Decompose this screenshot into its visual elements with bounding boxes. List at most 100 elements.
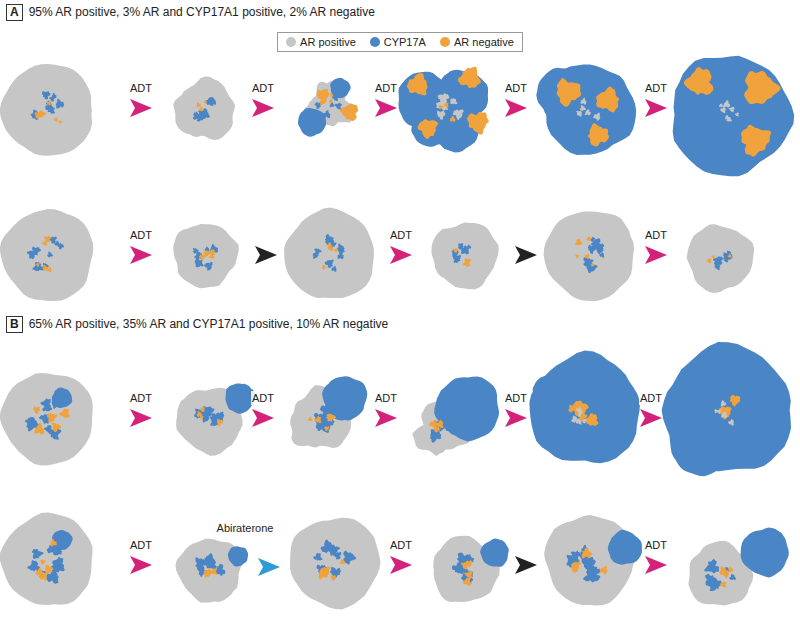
ar-positive-fragment [437,111,445,120]
ar-negative-fragment [33,407,40,414]
cyp17a-region [529,351,640,464]
treatment-arrow [390,246,412,264]
ar-negative-fragment [59,408,70,418]
cyp17a-fragment [467,245,472,250]
ar-positive-region [687,224,755,293]
cyp17a-fragment [461,245,469,254]
ar-negative-fragment [308,417,313,421]
legend-text: AR negative [454,35,514,49]
ar-positive-fragment [450,99,455,105]
panel-letter-box: A [6,4,23,21]
treatment-label: ADT [129,81,153,95]
ar-negative-fragment [206,568,212,575]
cyp17a-region [533,373,578,417]
ar-negative-fragment [450,116,456,122]
ar-negative-fragment [44,236,52,243]
ar-negative-region [407,73,428,96]
ar-positive-region [431,223,498,290]
treatment-label: ADT [129,391,153,405]
ar-positive-fragment [438,93,450,104]
ar-negative-region [458,67,481,89]
ar-negative-region [418,119,439,139]
treatment-label: ADT [389,228,413,242]
ar-negative-fragment [586,236,591,241]
legend-text: CYP17A [384,35,426,49]
ar-negative-fragment [40,559,45,564]
ar-positive-region [0,373,93,466]
ar-positive-region [290,518,380,610]
panel-description: 65% AR positive, 35% AR and CYP17A1 posi… [29,317,389,331]
ar-negative-fragment [35,112,42,119]
cyp17a-fragment [325,260,334,269]
ar-positive-region [284,208,374,299]
cyp17a-fragment [52,398,61,408]
ar-negative-fragment [334,249,338,253]
ar-negative-fragment [52,423,61,433]
ar-negative-region [684,67,714,95]
cyp17a-region [673,56,795,177]
treatment-label: ADT [389,538,413,552]
ar-negative-region [467,112,489,135]
cyp17a-fragment [49,97,55,102]
ar-negative-fragment [585,254,590,260]
ar-negative-fragment [591,263,595,267]
cyp17a-fragment [338,249,345,255]
ar-negative-fragment [314,416,321,423]
ar-positive-fragment [580,98,586,105]
cyp17a-fragment [328,546,337,554]
ar-negative-fragment [439,105,444,109]
panel-description: 95% AR positive, 3% AR and CYP17A1 posit… [29,5,375,19]
cyp17a-fragment [335,103,342,110]
ar-positive-fragment [577,111,582,117]
cyp17a-fragment [330,102,335,107]
ar-positive-region [0,512,92,605]
ar-positive-fragment [723,100,730,108]
cyp17a-region [536,68,592,125]
treatment-arrow [390,556,412,574]
ar-negative-fragment [204,100,207,103]
ar-negative-region [588,123,609,146]
ar-negative-fragment [575,254,579,258]
ar-positive-fragment [714,409,718,413]
ar-negative-fragment [39,572,47,581]
ar-negative-fragment [706,258,712,263]
ar-negative-region [596,86,619,112]
ar-negative-region [557,78,582,107]
ar-negative-fragment [35,263,39,267]
treatment-arrow [252,409,274,427]
ar-negative-fragment [436,420,444,428]
ar-negative-fragment [575,239,583,246]
ar-positive-fragment [720,107,726,113]
ar-negative-fragment [720,582,727,588]
cyp17a-fragment [47,252,53,258]
treatment-arrow [130,99,152,117]
ar-positive-region [173,77,235,140]
treatment-arrow [515,556,537,574]
cyp17a-fragment [46,101,51,106]
cyp17a-fragment [32,262,43,271]
treatment-arrow [375,409,397,427]
panel-letter-box: B [6,316,23,333]
treatment-label: ADT [504,391,528,405]
cyp17a-fragment [56,99,64,109]
cyp17a-fragment [588,245,596,254]
ar-positive-region [173,224,239,288]
cyp17a-region [434,377,499,442]
treatment-arrow [258,558,280,576]
ar-negative-fragment [582,547,593,558]
treatment-arrow [640,409,662,427]
treatment-label: Abiraterone [216,521,275,535]
cyp17a-fragment [452,249,459,257]
cyp17a-fragment [48,107,55,114]
cyp17a-region [411,106,452,147]
cyp17a-fragment [53,557,65,568]
ar-negative-fragment [568,405,576,413]
treatment-arrow [505,409,527,427]
legend-item: AR positive [286,35,356,49]
treatment-arrow [252,99,274,117]
ar-negative-fragment [326,414,336,422]
ar-negative-fragment [327,243,332,248]
cyp17a-region [52,388,72,409]
ar-negative-fragment [199,107,204,112]
treatment-arrow [375,99,397,117]
